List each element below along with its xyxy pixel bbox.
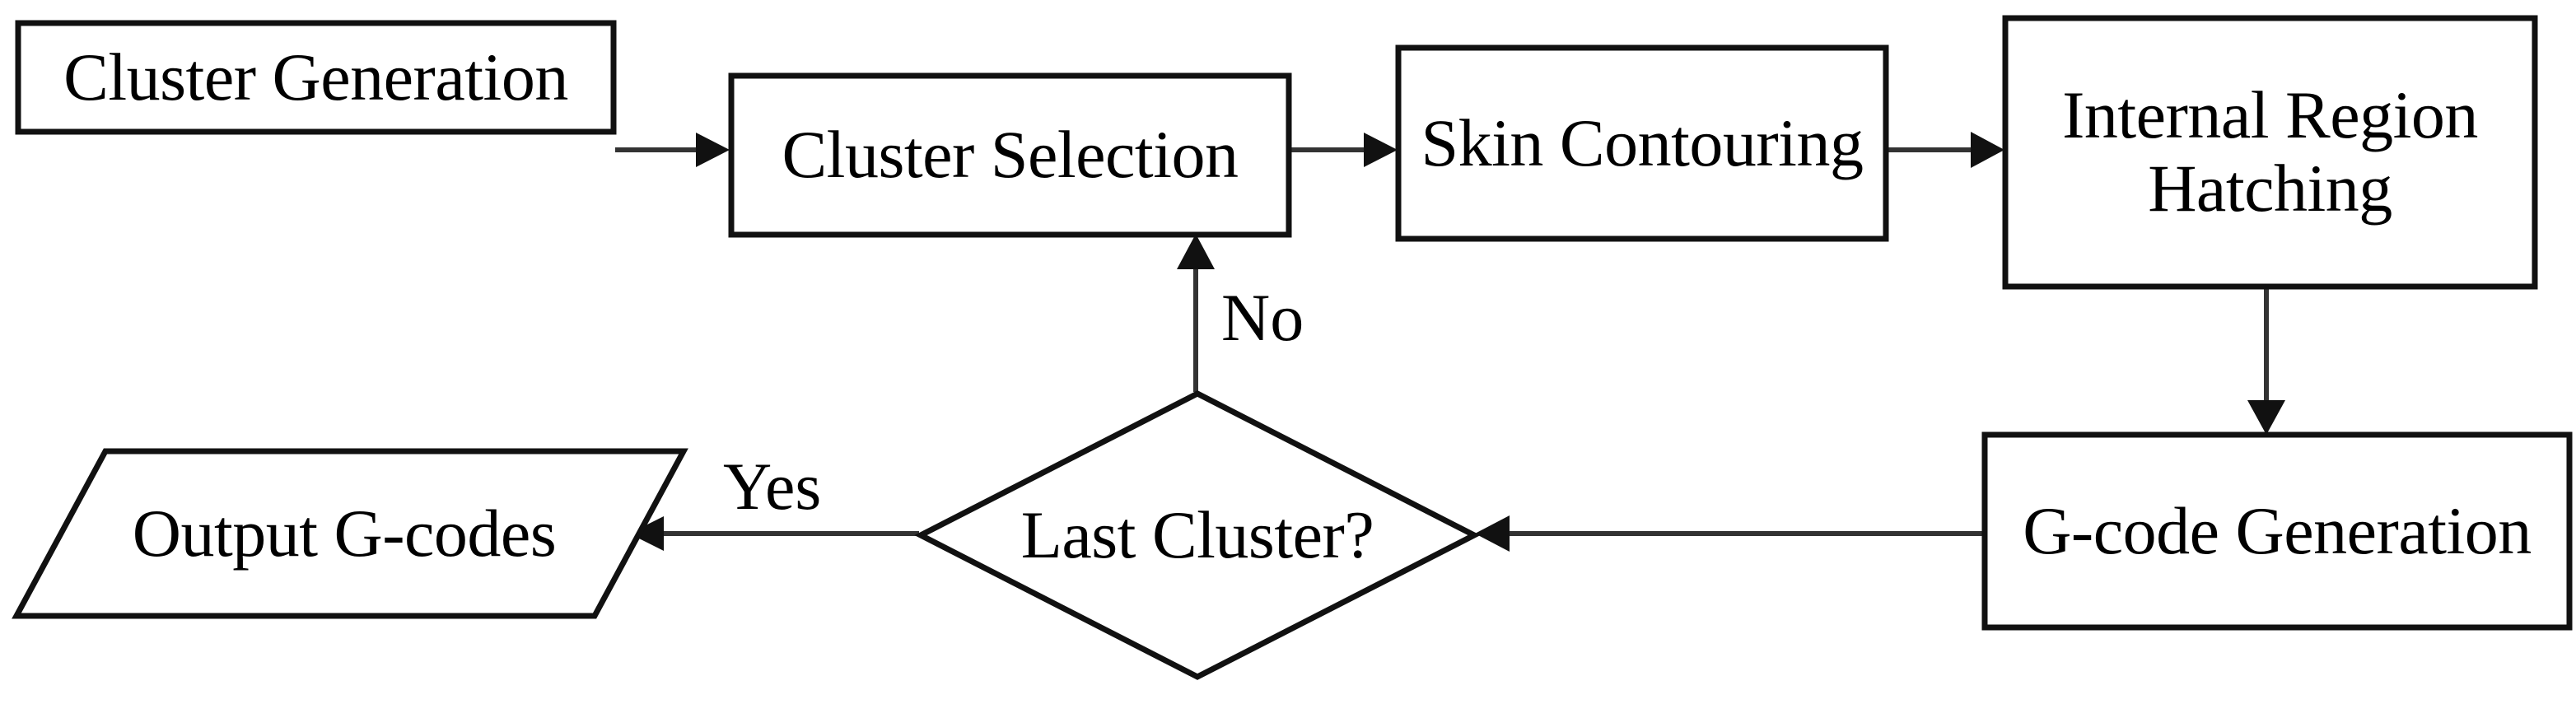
node-skin-contouring-shape[interactable]: [1395, 44, 1889, 242]
edge-label-yes: Yes: [723, 449, 822, 524]
edge-skin-contouring-to-internal-region-hatching: [1888, 132, 2004, 168]
edge-label-no: No: [1221, 280, 1304, 355]
node-last-cluster-shape[interactable]: [914, 390, 1481, 680]
node-cluster-selection-shape[interactable]: [728, 72, 1292, 238]
edge-last-cluster-to-output-g-codes: [629, 516, 919, 551]
node-g-code-generation-shape[interactable]: [1981, 431, 2573, 631]
edge-g-code-generation-to-last-cluster: [1475, 515, 1983, 552]
edge-last-cluster-to-cluster-selection: [1177, 234, 1215, 392]
node-internal-region-hatching-shape[interactable]: [2002, 15, 2538, 290]
node-output-g-codes-shape[interactable]: [12, 448, 688, 619]
node-cluster-generation-shape[interactable]: [15, 20, 617, 135]
edge-internal-region-hatching-to-g-code-generation: [2247, 288, 2285, 435]
edge-cluster-generation-to-cluster-selection: [615, 133, 730, 167]
edge-cluster-selection-to-skin-contouring: [1290, 133, 1398, 167]
